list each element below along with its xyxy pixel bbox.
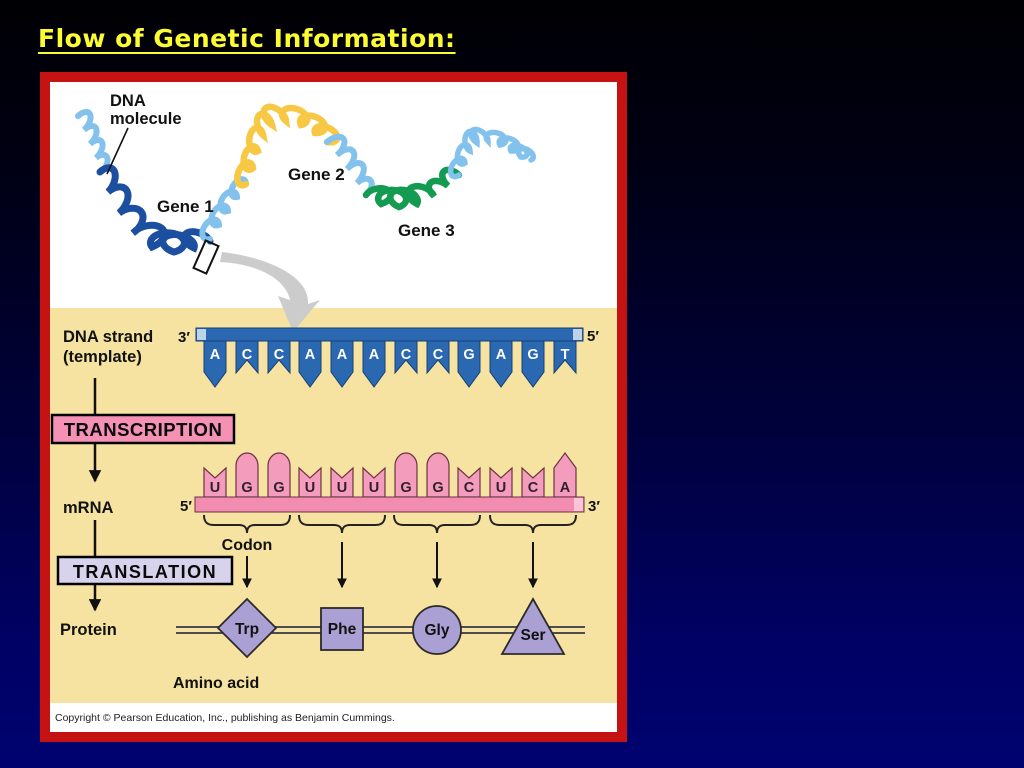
- dna-5-prime-label: 5′: [587, 328, 599, 345]
- helix-segment-gene3-green: [362, 166, 463, 211]
- helix-segment-lightblue-1: [75, 109, 111, 174]
- genetic-information-diagram: DNA molecule Gene 1 Gene 2 Gene 3 DNA st…: [50, 92, 617, 724]
- translation-label: TRANSLATION: [73, 562, 217, 582]
- transcription-label: TRANSCRIPTION: [64, 419, 223, 440]
- svg-text:G: G: [527, 347, 538, 363]
- amino-acid-phe-label: Phe: [328, 621, 357, 638]
- svg-text:A: A: [560, 480, 571, 496]
- svg-text:C: C: [464, 480, 475, 496]
- figure-panel: DNA molecule Gene 1 Gene 2 Gene 3 DNA st…: [40, 72, 627, 742]
- svg-text:C: C: [528, 480, 539, 496]
- amino-acid-gly-circle: [412, 605, 462, 655]
- helix-segment-gene1-darkblue: [96, 164, 214, 256]
- svg-text:G: G: [241, 480, 252, 496]
- protein-label: Protein: [60, 621, 117, 639]
- dna-molecule-leader-line: [106, 127, 129, 175]
- page-title: Flow of Genetic Information:: [38, 24, 456, 53]
- zoom-swoosh-arrow-icon: [220, 252, 320, 332]
- helix-segment-lightblue-3: [324, 133, 375, 198]
- codon-braces: [203, 514, 577, 534]
- amino-acid-caption: Amino acid: [173, 675, 259, 692]
- dna-helix-illustration: DNA molecule Gene 1 Gene 2 Gene 3: [75, 92, 536, 275]
- svg-text:A: A: [210, 347, 221, 363]
- helix-segment-lightblue-4: [447, 126, 536, 180]
- dna-bar-left-tip: [197, 329, 206, 340]
- svg-text:C: C: [433, 347, 444, 363]
- codon-arrows: [242, 542, 538, 589]
- helix-segment-gene2-gold: [234, 103, 341, 189]
- svg-text:U: U: [210, 480, 220, 496]
- svg-text:C: C: [274, 347, 285, 363]
- dna-base-letters: A C C A A A C C G A G T: [210, 347, 570, 363]
- dna-molecule-label-line2: molecule: [110, 110, 182, 128]
- svg-text:A: A: [496, 347, 507, 363]
- dna-bases: [203, 340, 577, 388]
- amino-acid-ser-triangle: [500, 597, 566, 655]
- copyright-line: Copyright © Pearson Education, Inc., pub…: [55, 712, 395, 724]
- svg-text:C: C: [401, 347, 412, 363]
- dna-strand-label-line1: DNA strand: [63, 328, 153, 346]
- helix-segment-lightblue-2: [199, 176, 249, 243]
- gene-2-label: Gene 2: [288, 165, 345, 184]
- svg-text:G: G: [400, 480, 411, 496]
- dna-backbone-bar: [195, 327, 584, 342]
- svg-text:A: A: [337, 347, 348, 363]
- amino-acid-trp-label: Trp: [235, 621, 259, 638]
- amino-acid-gly-label: Gly: [425, 622, 450, 639]
- mrna-3-prime-label: 3′: [588, 498, 600, 515]
- gene1-zoom-rectangle: [192, 239, 220, 275]
- amino-acid-phe-square: [320, 607, 364, 651]
- dna-3-prime-label: 3′: [178, 329, 190, 346]
- svg-text:A: A: [305, 347, 316, 363]
- protein-chain: Trp Phe Gly Ser: [176, 597, 585, 659]
- amino-acid-ser-label: Ser: [521, 627, 546, 644]
- gene-1-label: Gene 1: [157, 197, 214, 216]
- svg-text:U: U: [305, 480, 315, 496]
- svg-text:G: G: [273, 480, 284, 496]
- svg-text:T: T: [561, 347, 570, 363]
- dna-bar-right-tip: [573, 329, 582, 340]
- gene-3-label: Gene 3: [398, 221, 455, 240]
- svg-text:C: C: [242, 347, 253, 363]
- svg-text:A: A: [369, 347, 380, 363]
- amino-acid-trp-diamond: [216, 597, 278, 659]
- mrna-strand: U G G U U U G G C U C A mRNA 5′ 3′: [63, 451, 600, 517]
- mrna-bar-right-tip: [574, 498, 583, 511]
- mrna-bases: [203, 451, 577, 498]
- dna-strand-label-line2: (template): [63, 348, 142, 366]
- dna-strand-template: DNA strand (template) 3′ 5′ A C C A A: [63, 327, 599, 388]
- svg-text:U: U: [337, 480, 347, 496]
- svg-text:U: U: [496, 480, 506, 496]
- svg-text:G: G: [432, 480, 443, 496]
- mrna-5-prime-label: 5′: [180, 498, 192, 515]
- dna-molecule-label-line1: DNA: [110, 92, 146, 110]
- svg-text:U: U: [369, 480, 379, 496]
- transcription-box: TRANSCRIPTION: [50, 413, 236, 445]
- translation-box: TRANSLATION: [56, 555, 234, 586]
- mrna-label: mRNA: [63, 499, 114, 517]
- codon-label: Codon: [222, 537, 273, 554]
- mrna-backbone-bar: [194, 496, 585, 513]
- mrna-base-letters: U G G U U U G G C U C A: [210, 480, 571, 496]
- svg-text:G: G: [463, 347, 474, 363]
